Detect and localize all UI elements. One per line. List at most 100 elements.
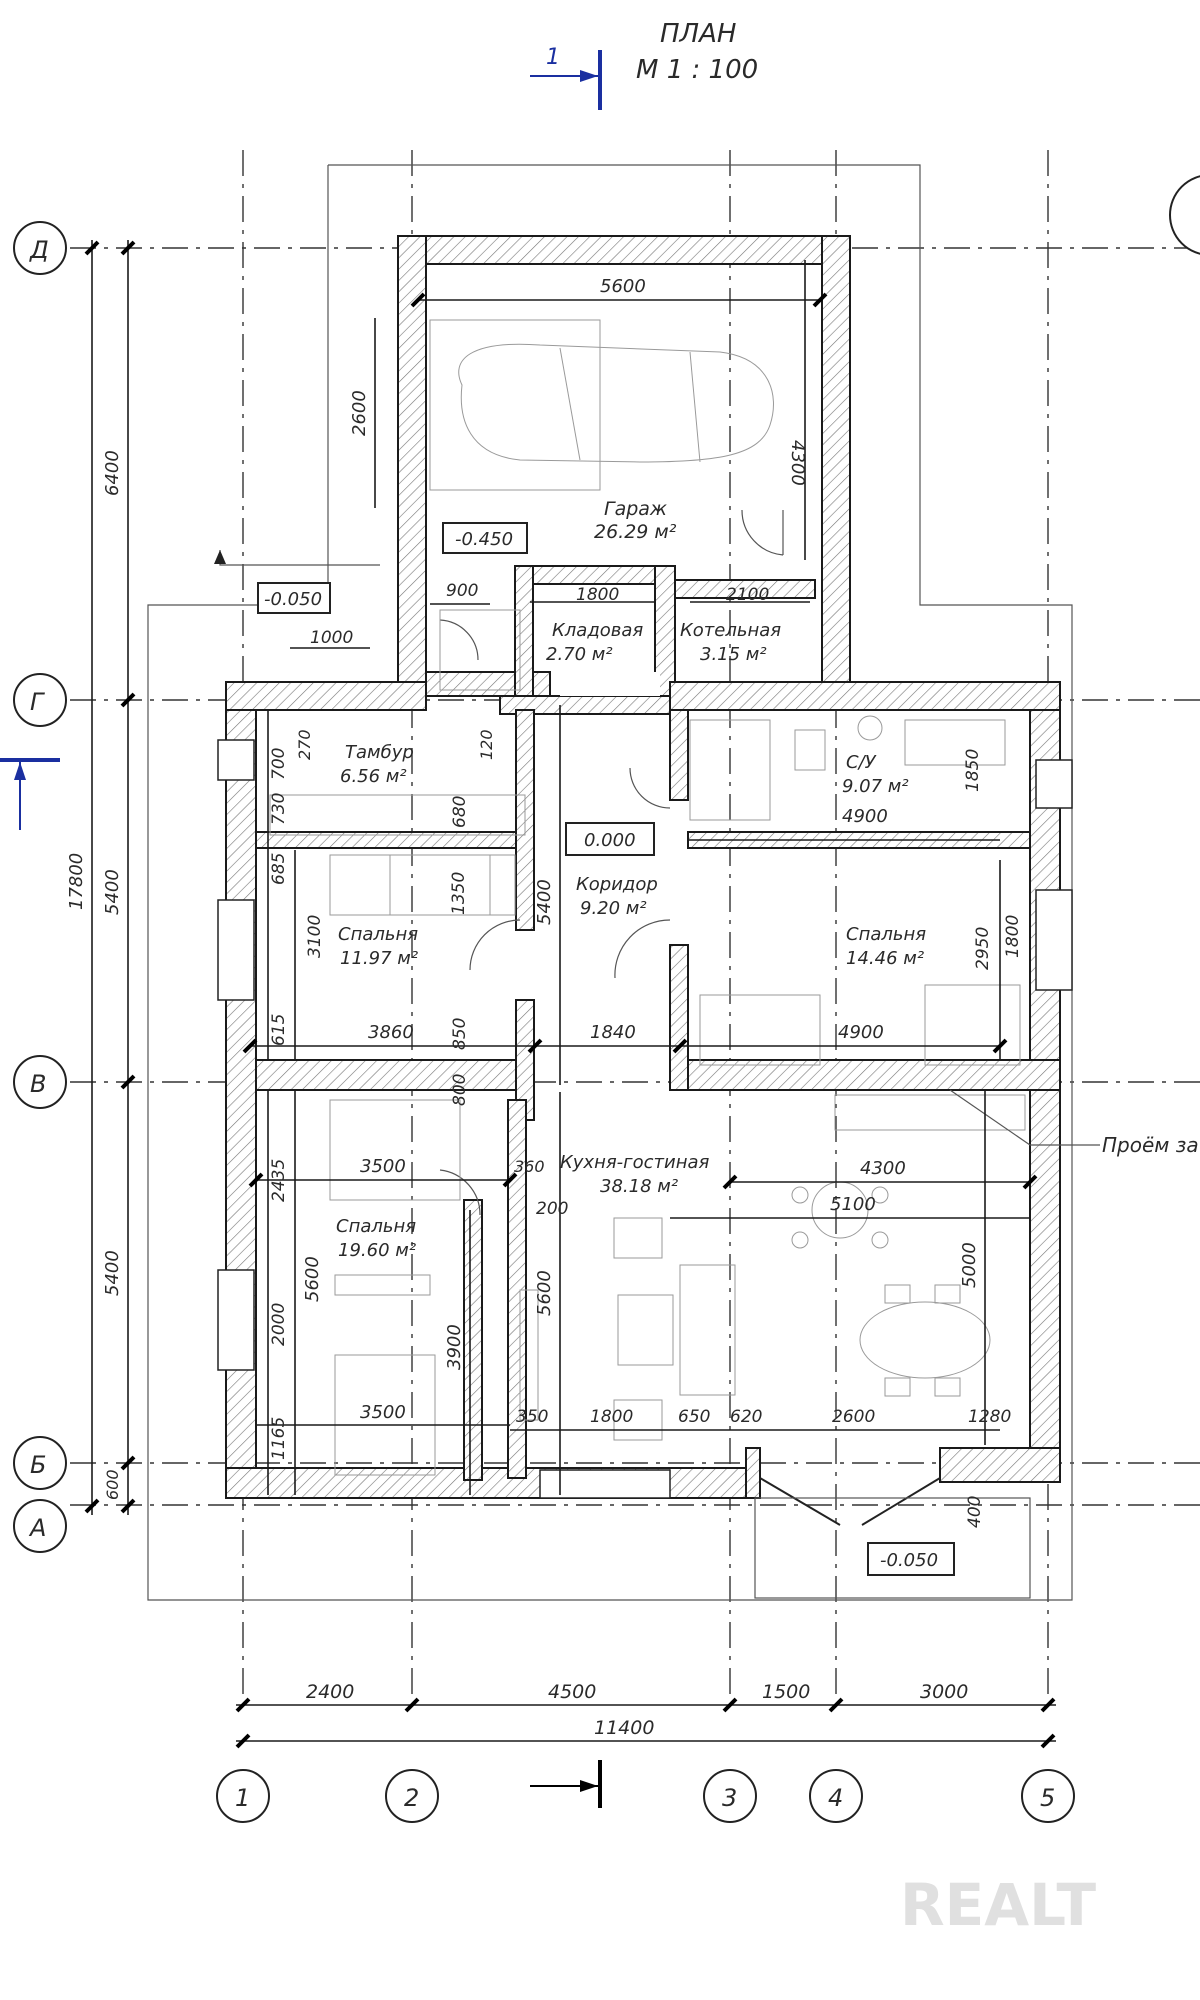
axis-label-2: 2 [404,1784,419,1812]
dim-1350: 1350 [449,872,469,915]
inner-dimensions: 5600 4300 2600 900 1800 2100 1000 1350 5… [242,260,1038,1528]
room-name-garage: Гараж [604,498,667,520]
dim-3860: 3860 [368,1022,414,1043]
dim-1840: 1840 [590,1022,636,1043]
dim-800: 800 [450,1074,470,1106]
dim-5100: 5100 [830,1194,876,1215]
dim-garage-width: 5600 [600,276,646,297]
dim-5600-center: 5600 [534,1270,555,1316]
room-area-garage: 26.29 м² [594,521,677,543]
axis-label-4: 4 [828,1784,843,1812]
dim-left-6400: 6400 [102,450,123,496]
dim-350: 350 [516,1407,548,1427]
dim-360: 360 [514,1157,545,1176]
axis-label-B: Б [30,1451,46,1479]
dim-270: 270 [295,729,314,760]
section-mark-label: 1 [546,45,560,70]
room-area-storage: 2.70 м² [546,644,613,665]
level-terrace: -0.050 [880,1550,938,1571]
furniture [269,319,1026,1476]
dim-1165: 1165 [269,1417,289,1460]
room-name-kitchen-living: Кухня-гостиная [560,1152,710,1173]
dim-4900-top: 4900 [842,806,888,827]
dim-620: 620 [730,1407,762,1427]
room-area-boiler: 3.15 м² [700,644,767,665]
annotation-text: Проём за [1102,1133,1199,1157]
dim-left-5400-a: 5400 [102,869,123,915]
axis-bubbles-numbers: 1 2 3 4 5 [216,1769,1075,1823]
dim-span-3-4: 1500 [762,1681,810,1703]
dim-1800-bottom: 1800 [590,1407,633,1427]
axis-bubbles-letters: Д Г В Б А [13,221,67,1553]
axis-label-1: 1 [235,1784,250,1812]
room-name-storage: Кладовая [552,620,643,641]
room-area-bedroom-3: 19.60 м² [338,1240,416,1261]
axis-label-A: А [28,1514,46,1542]
plan-title: ПЛАН [660,19,736,49]
dim-1850: 1850 [963,749,983,792]
dim-1000-left: 1000 [310,628,353,648]
room-area-bedroom-2: 14.46 м² [846,948,924,969]
dim-2000: 2000 [269,1303,289,1346]
dim-120: 120 [477,729,496,760]
dim-span-2-3: 4500 [548,1681,596,1703]
section-mark-top: 1 [530,45,602,110]
dim-3900: 3900 [444,1324,465,1370]
dim-1800-top: 1800 [576,585,619,605]
dim-2600-bottom: 2600 [832,1407,875,1427]
dim-total-width: 11400 [594,1717,654,1739]
dim-2100-top: 2100 [726,585,769,605]
room-name-bedroom-1: Спальня [338,924,418,945]
dim-400: 400 [965,1496,985,1528]
room-labels: Гараж 26.29 м² Кладовая 2.70 м² Котельна… [336,498,926,1261]
walls [217,235,1073,1499]
dim-car-length: 2600 [349,390,370,436]
room-name-boiler: Котельная [680,620,781,641]
dim-span-4-5: 3000 [920,1681,968,1703]
level-main: 0.000 [584,830,636,851]
axis-label-3: 3 [722,1784,737,1812]
dim-685: 685 [269,853,289,885]
dim-615: 615 [269,1014,289,1046]
dim-730: 730 [269,793,289,825]
room-area-bathroom: 9.07 м² [842,776,909,797]
left-dimensions: 17800 6400 5400 5400 600 [66,240,136,1515]
dim-5400-corridor: 5400 [534,879,555,925]
room-name-vestibule: Тамбур [345,742,414,763]
level-marks: -0.450 -0.050 0.000 -0.050 [214,522,1031,1599]
room-area-kitchen-living: 38.18 м² [600,1176,678,1197]
dim-4900-bottom: 4900 [838,1022,884,1043]
dim-span-1-2: 2400 [306,1681,354,1703]
dim-5600-left: 5600 [302,1256,323,1302]
dim-3500-bottom: 3500 [360,1402,406,1423]
dim-1280: 1280 [968,1407,1011,1427]
axis-label-5: 5 [1040,1784,1055,1812]
room-name-bathroom: С/У [846,752,877,773]
room-area-vestibule: 6.56 м² [340,766,407,787]
axis-label-V: В [30,1070,46,1098]
dim-2435: 2435 [269,1159,289,1202]
dim-left-5400-b: 5400 [102,1250,123,1296]
axis-label-D: Д [29,236,49,264]
plan-scale: М 1 : 100 [636,55,758,85]
dim-900-top: 900 [446,581,478,601]
dim-850: 850 [450,1018,470,1050]
section-mark-left [0,758,60,830]
dim-left-600: 600 [103,1469,122,1500]
opening-annotation: Проём за [949,1089,1199,1157]
level-entrance: -0.050 [264,589,322,610]
dim-3500-top: 3500 [360,1156,406,1177]
dim-garage-depth: 4300 [787,440,808,486]
room-area-bedroom-1: 11.97 м² [340,948,418,969]
dim-700: 700 [269,748,289,780]
dim-5000: 5000 [959,1242,980,1288]
dim-3100: 3100 [305,915,325,958]
bottom-dimensions: 2400 4500 1500 3000 11400 [235,1681,1056,1749]
dim-1800-right: 1800 [1003,915,1023,958]
dim-680: 680 [450,796,470,828]
dim-200: 200 [536,1199,568,1219]
room-name-bedroom-3: Спальня [336,1216,416,1237]
room-name-corridor: Коридор [576,874,658,895]
dim-650: 650 [678,1407,710,1427]
